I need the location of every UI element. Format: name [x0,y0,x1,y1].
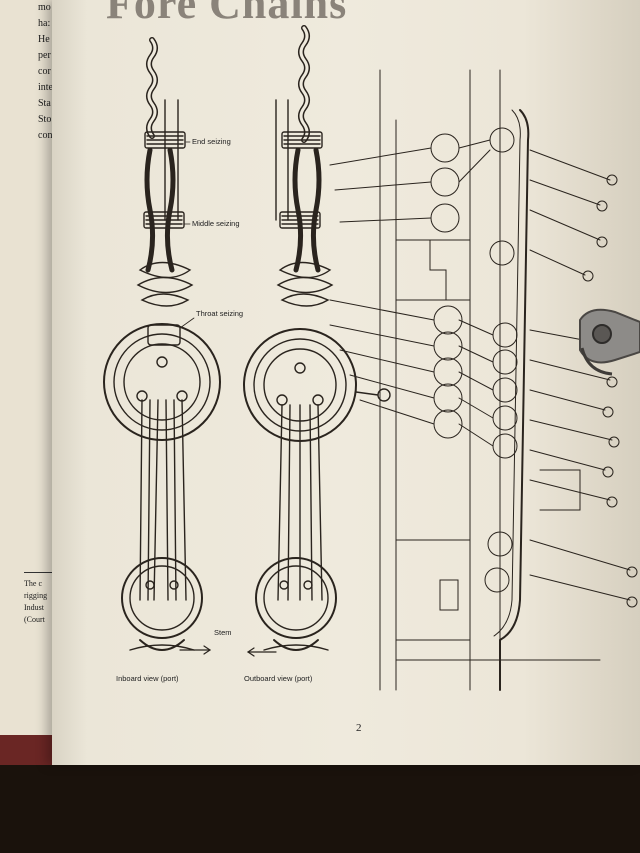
label-leaders [179,141,195,329]
left-text-line: He [38,34,50,45]
left-text-line: con [38,130,53,141]
left-text-line: inte [38,82,53,93]
caption-line: The c [24,579,42,588]
label-inboard-view: Inboard view (port) [116,674,179,683]
outboard-deadeye-assembly [243,25,391,651]
metal-clip [579,308,640,376]
left-page-text: mo ha: He per cor inte Sta Sto con [38,0,62,144]
label-stem: Stem [214,628,232,637]
left-text-line: per [38,50,51,61]
left-text-line: cor [38,66,51,77]
inboard-deadeye-assembly [103,37,221,651]
left-page-caption: The c rigging Indust (Court [24,578,56,626]
page-number: 2 [356,722,362,734]
chapter-title: Fore Chains [106,0,348,28]
left-text-line: Sta [38,98,51,109]
label-middle-seizing: Middle seizing [192,219,240,228]
left-text-line: ha: [38,18,51,29]
label-throat-seizing: Throat seizing [196,309,244,318]
label-end-seizing: End seizing [192,137,231,146]
label-outboard-view: Outboard view (port) [244,674,313,683]
caption-line: rigging [24,591,48,600]
caption-rule [24,572,54,573]
direction-arrows [179,645,277,657]
left-text-line: mo [38,2,51,13]
fore-chain-plan [329,69,638,691]
caption-line: Indust [24,603,44,612]
left-text-line: Sto [38,114,52,125]
caption-line: (Court [24,615,45,624]
